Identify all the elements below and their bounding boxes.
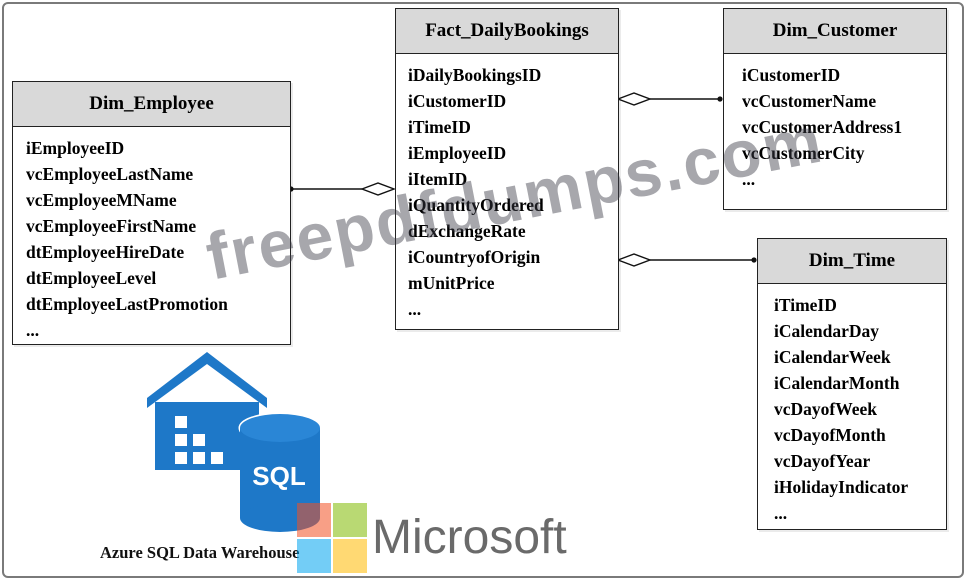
entity-field: mUnitPrice [408, 273, 495, 293]
entity-field: ... [774, 503, 788, 523]
entity-dim-customer: Dim_Customer iCustomerID vcCustomerName vc… [723, 8, 947, 210]
entity-field: iQuantityOrdered [408, 195, 544, 215]
entity-field: iCalendarWeek [774, 347, 891, 367]
microsoft-watermark-text: Microsoft [372, 511, 567, 564]
entity-field: iCustomerID [742, 65, 841, 85]
aggregation-diamond-employee [360, 182, 396, 196]
aggregation-diamond-customer [616, 92, 652, 106]
entity-field: dtEmployeeLevel [26, 268, 157, 288]
sql-label: SQL [252, 461, 306, 491]
entity-field: iTimeID [774, 295, 837, 315]
entity-field: dExchangeRate [408, 221, 526, 241]
entity-field: vcDayofWeek [774, 399, 878, 419]
entity-field: vcCustomerName [742, 91, 877, 111]
entity-field: iDailyBookingsID [408, 65, 542, 85]
entity-dim-time: Dim_Time iTimeID iCalendarDay iCalendarWee… [757, 238, 947, 530]
entity-dim-employee: Dim_Employee iEmployeeID vcEmployeeLastNa… [12, 81, 291, 345]
aggregation-diamond-time [616, 253, 652, 267]
entity-title: Fact_DailyBookings [396, 9, 618, 54]
entity-field: iCalendarMonth [774, 373, 900, 393]
entity-field: iCountryofOrigin [408, 247, 541, 267]
entity-field: ... [26, 320, 40, 340]
logo-caption: Azure SQL Data Warehouse [100, 543, 300, 562]
entity-title: Dim_Employee [13, 82, 290, 127]
link-time-end-dot [751, 257, 757, 263]
entity-field: vcEmployeeFirstName [26, 216, 197, 236]
entity-fact-dailybookings: Fact_DailyBookings iDailyBookingsID iCust… [395, 8, 619, 330]
entity-field: iHolidayIndicator [774, 477, 909, 497]
entity-field: ... [408, 299, 422, 319]
entity-field: dtEmployeeHireDate [26, 242, 185, 262]
entity-field: vcDayofMonth [774, 425, 886, 445]
entity-field: iCustomerID [408, 91, 507, 111]
entity-field: iItemID [408, 169, 468, 189]
entity-field: iCalendarDay [774, 321, 879, 341]
field-list: iDailyBookingsID iCustomerID iTimeID iEmplo… [396, 54, 618, 322]
entity-field: vcCustomerCity [742, 143, 865, 163]
microsoft-logo-icon [297, 503, 367, 573]
field-list: iEmployeeID vcEmployeeLastName vcEmployeeM… [13, 127, 290, 343]
entity-field: vcEmployeeMName [26, 190, 177, 210]
entity-field: dtEmployeeLastPromotion [26, 294, 228, 314]
entity-field: vcEmployeeLastName [26, 164, 194, 184]
entity-field: vcCustomerAddress1 [742, 117, 903, 137]
entity-field: iEmployeeID [26, 138, 125, 158]
link-customer-end-dot [717, 96, 723, 102]
entity-field: vcDayofYear [774, 451, 871, 471]
field-list: iTimeID iCalendarDay iCalendarWeek iCalenda… [758, 284, 946, 526]
entity-title: Dim_Customer [724, 9, 946, 54]
entity-field: iEmployeeID [408, 143, 507, 163]
entity-title: Dim_Time [758, 239, 946, 284]
field-list: iCustomerID vcCustomerName vcCustomerAddre… [724, 54, 946, 192]
entity-field: iTimeID [408, 117, 471, 137]
entity-field: ... [742, 169, 756, 189]
